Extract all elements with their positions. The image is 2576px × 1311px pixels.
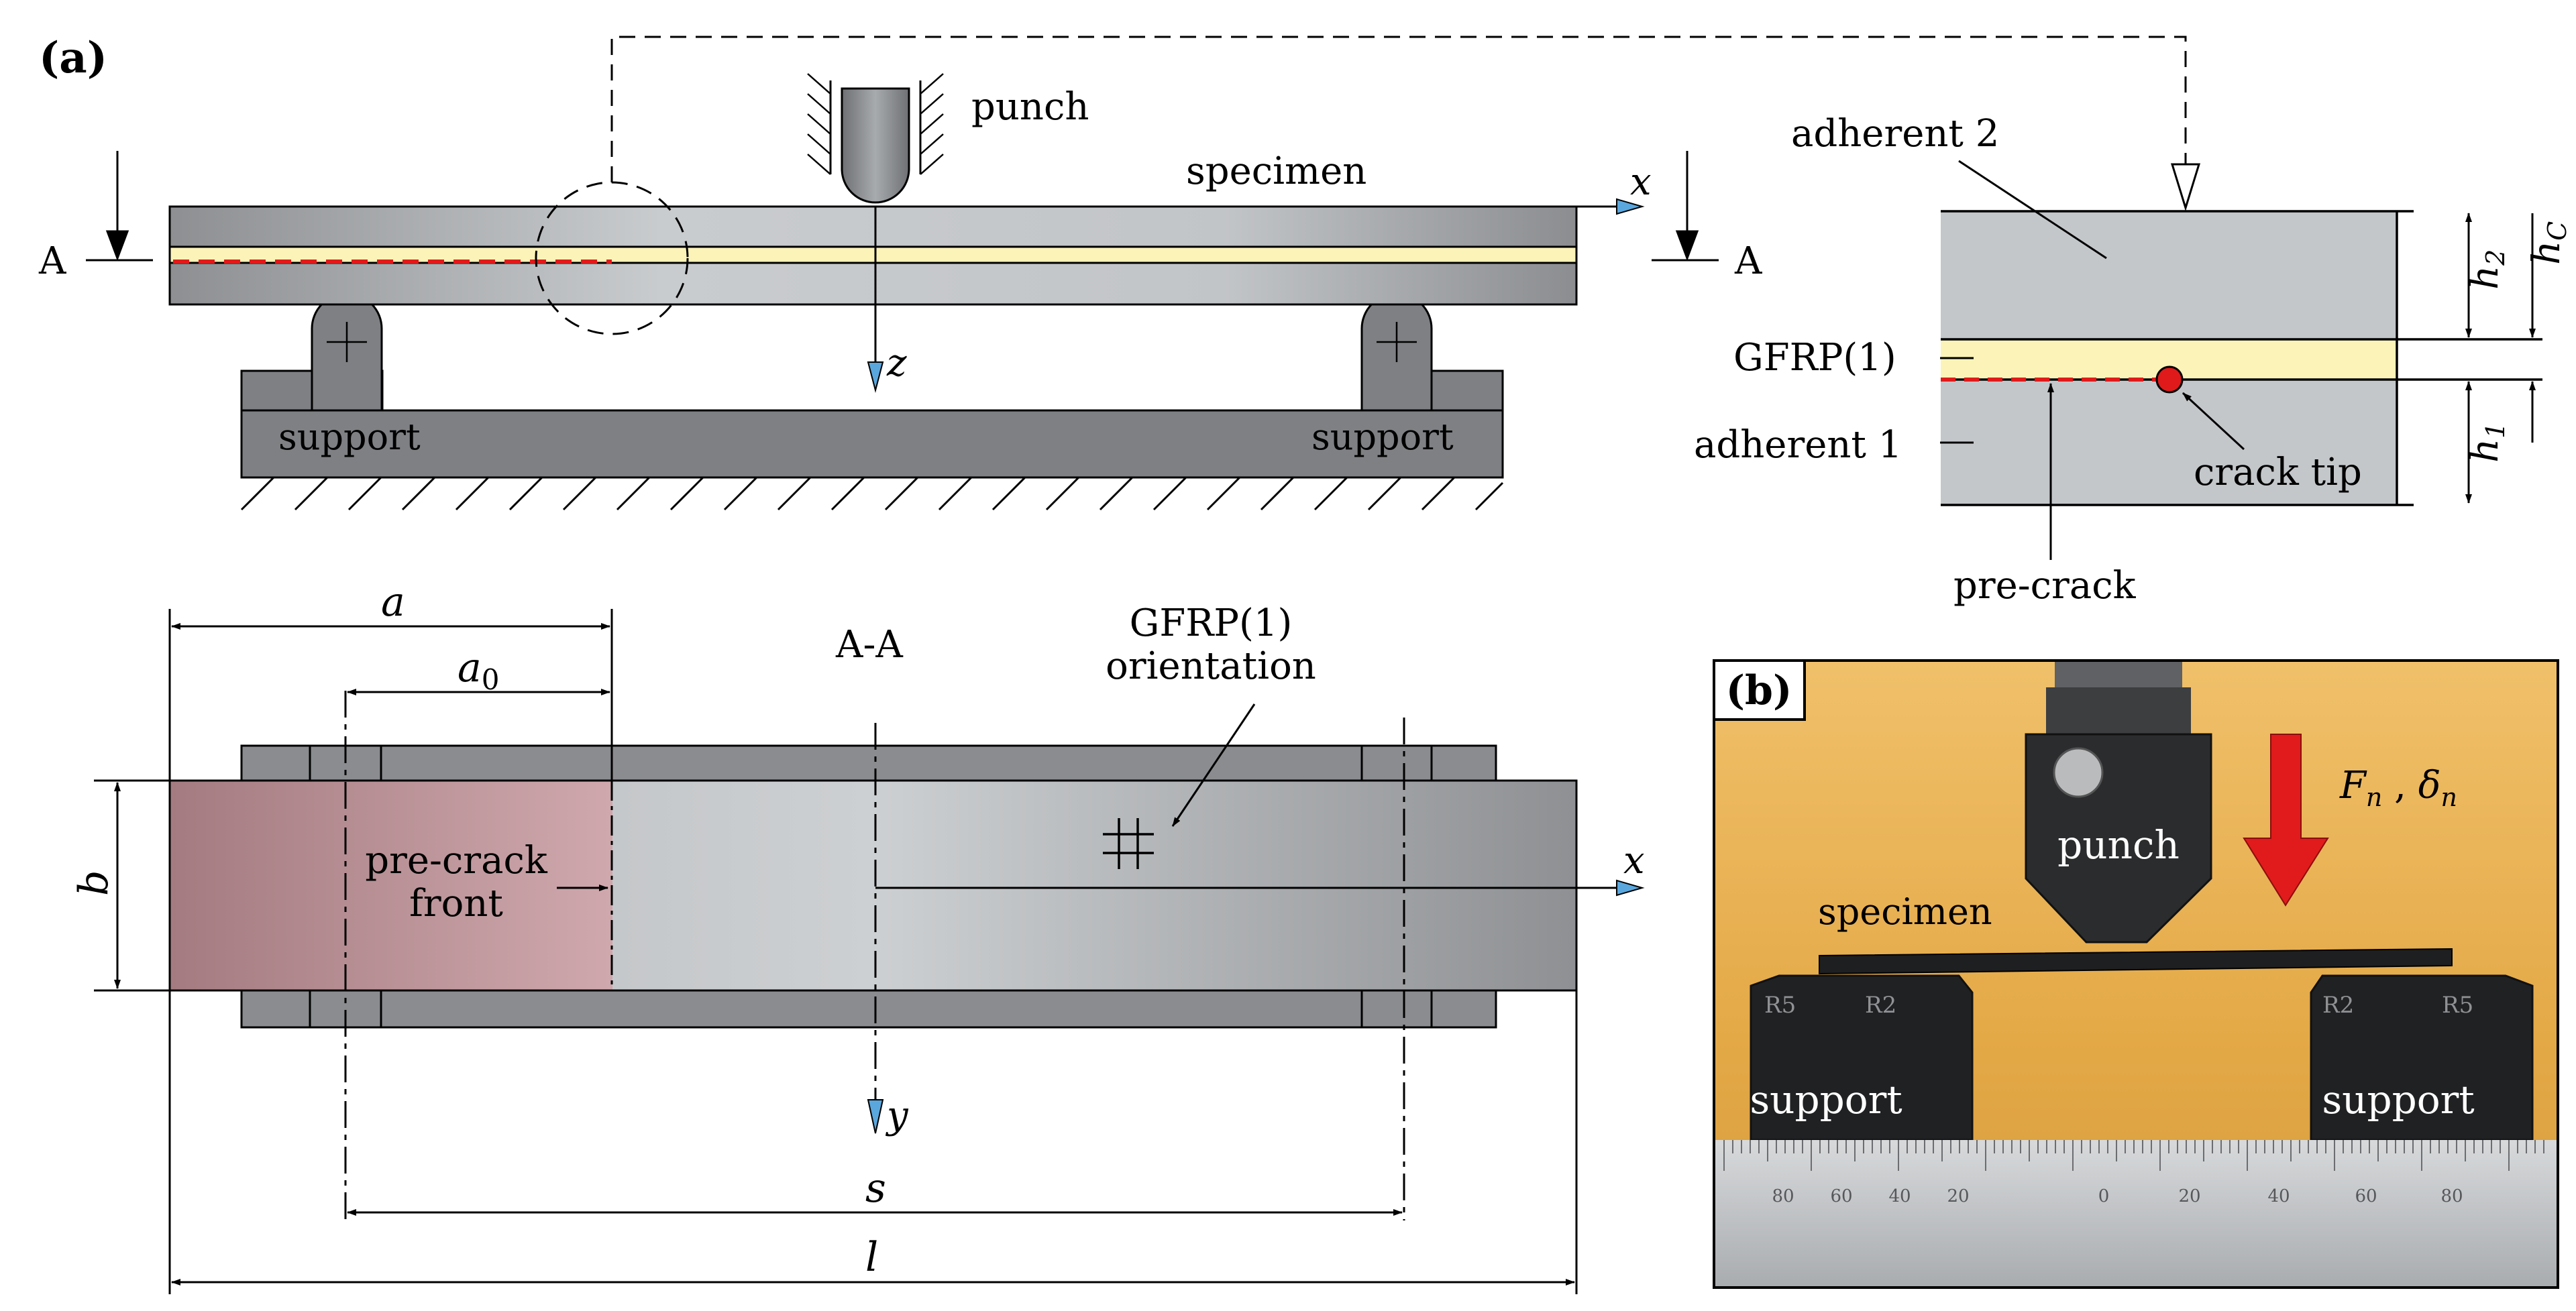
- detail-view: h2 hC h1 adherent 2 GFRP(1) adherent 1 c…: [1694, 112, 2572, 608]
- photo-specimen-label: specimen: [1818, 891, 1992, 933]
- photo-panel: punch specimen R5 R2 R2 R5 support suppo…: [1713, 659, 2559, 1289]
- plan-x-label: x: [1623, 839, 1645, 882]
- section-aa-title: A-A: [835, 623, 903, 667]
- detail-arrow-head: [2170, 163, 2201, 212]
- precrack-label: pre-crack: [1953, 564, 2137, 608]
- dim-l: l: [865, 1234, 878, 1281]
- ruler-label: 60: [2355, 1186, 2377, 1206]
- right-block-mark-1: R2: [2322, 992, 2354, 1019]
- section-left-label: A: [38, 239, 66, 283]
- ruler-labels: 80 60 40 20 0 20 40 60 80: [1772, 1186, 2463, 1206]
- ruler-label: 20: [2178, 1186, 2200, 1206]
- plan-view: a a0 b s l A-A GFRP(1) orientation pre-c…: [70, 579, 1645, 1294]
- section-marker-right: [1652, 151, 1719, 262]
- support-right-label: support: [1311, 416, 1454, 458]
- ruler-tick-marks: [1723, 1140, 2544, 1171]
- detail-connector: [610, 36, 2187, 182]
- panel-a-label: (a): [39, 33, 107, 83]
- punch-label: punch: [971, 85, 1089, 129]
- side-view: support support punch specimen: [38, 36, 2201, 511]
- machine-rod: [2055, 661, 2182, 687]
- photo-support-right-label: support: [2322, 1077, 2474, 1123]
- crack-tip-label: crack tip: [2194, 451, 2362, 494]
- ruler-label: 40: [1888, 1186, 1911, 1206]
- gfrp-orientation-arrow: [1171, 703, 1256, 827]
- machine-collar: [2046, 687, 2191, 734]
- ruler-label: 80: [1772, 1186, 1794, 1206]
- ruler-label: 20: [1947, 1186, 1969, 1206]
- precrack-front-line2: front: [409, 882, 503, 925]
- photo-frame: [1713, 659, 2559, 1289]
- ruler-label: 80: [2440, 1186, 2463, 1206]
- specimen-label: specimen: [1186, 150, 1366, 193]
- detail-circle: [535, 181, 689, 335]
- gfrp-orientation-line2: orientation: [1106, 644, 1316, 688]
- section-right-label: A: [1734, 239, 1762, 283]
- dim-s: s: [865, 1165, 886, 1212]
- crack-tip-arrow: [2182, 392, 2245, 451]
- adherent1-label: adherent 1: [1694, 423, 1902, 467]
- ruler-label: 60: [1830, 1186, 1852, 1206]
- support-base: [240, 409, 1504, 479]
- z-axis-label: z: [886, 341, 907, 385]
- z-axis-arrow: [867, 361, 884, 393]
- adherent2-leader: [1958, 160, 2107, 260]
- adherent2-label: adherent 2: [1791, 112, 1999, 156]
- roller-centre-marks: [327, 322, 1417, 362]
- panel-b-label: (b): [1726, 667, 1792, 714]
- crack-tip-marker: [2155, 365, 2184, 394]
- precrack-front-line1: pre-crack: [365, 839, 548, 882]
- dim-b: b: [70, 870, 117, 896]
- hc-dim: hC: [2525, 221, 2572, 265]
- gfrp-label: GFRP(1): [1733, 336, 1896, 380]
- x-axis-arrow: [1616, 198, 1645, 215]
- plan-y-label: y: [885, 1094, 909, 1137]
- plan-x-arrow: [1616, 879, 1645, 897]
- ruler-label: 0: [2098, 1186, 2110, 1206]
- punch: [807, 73, 944, 204]
- gfrp-orientation-line1: GFRP(1): [1130, 602, 1293, 645]
- force-label: Fn , δn: [2339, 764, 2457, 812]
- dim-a: a: [381, 579, 405, 626]
- fibre-orientation-symbol: [1103, 818, 1154, 869]
- photo-support-left-label: support: [1750, 1077, 1902, 1123]
- photo-ruler: [1714, 1140, 2558, 1288]
- h2-dim: h2: [2463, 249, 2510, 290]
- punch-pin: [2053, 747, 2104, 798]
- panel-b-label-box: [1713, 659, 1806, 721]
- left-block-mark-2: R2: [1865, 992, 1896, 1019]
- plan-y-arrow: [867, 1099, 884, 1134]
- precrack-zone: [170, 781, 612, 990]
- photo-punch-label: punch: [2057, 822, 2180, 868]
- h1-dim: h1: [2463, 422, 2510, 463]
- left-block-mark-1: R5: [1764, 992, 1796, 1019]
- ground-hatching: [240, 476, 1504, 511]
- dim-a0: a0: [458, 644, 500, 696]
- ruler-label: 40: [2267, 1186, 2290, 1206]
- force-arrow: [2243, 734, 2329, 907]
- support-left-label: support: [278, 416, 421, 458]
- right-block-mark-2: R5: [2442, 992, 2473, 1019]
- x-axis-label: x: [1630, 160, 1652, 204]
- section-marker-left: [86, 151, 153, 262]
- photo-specimen: [1819, 948, 2453, 975]
